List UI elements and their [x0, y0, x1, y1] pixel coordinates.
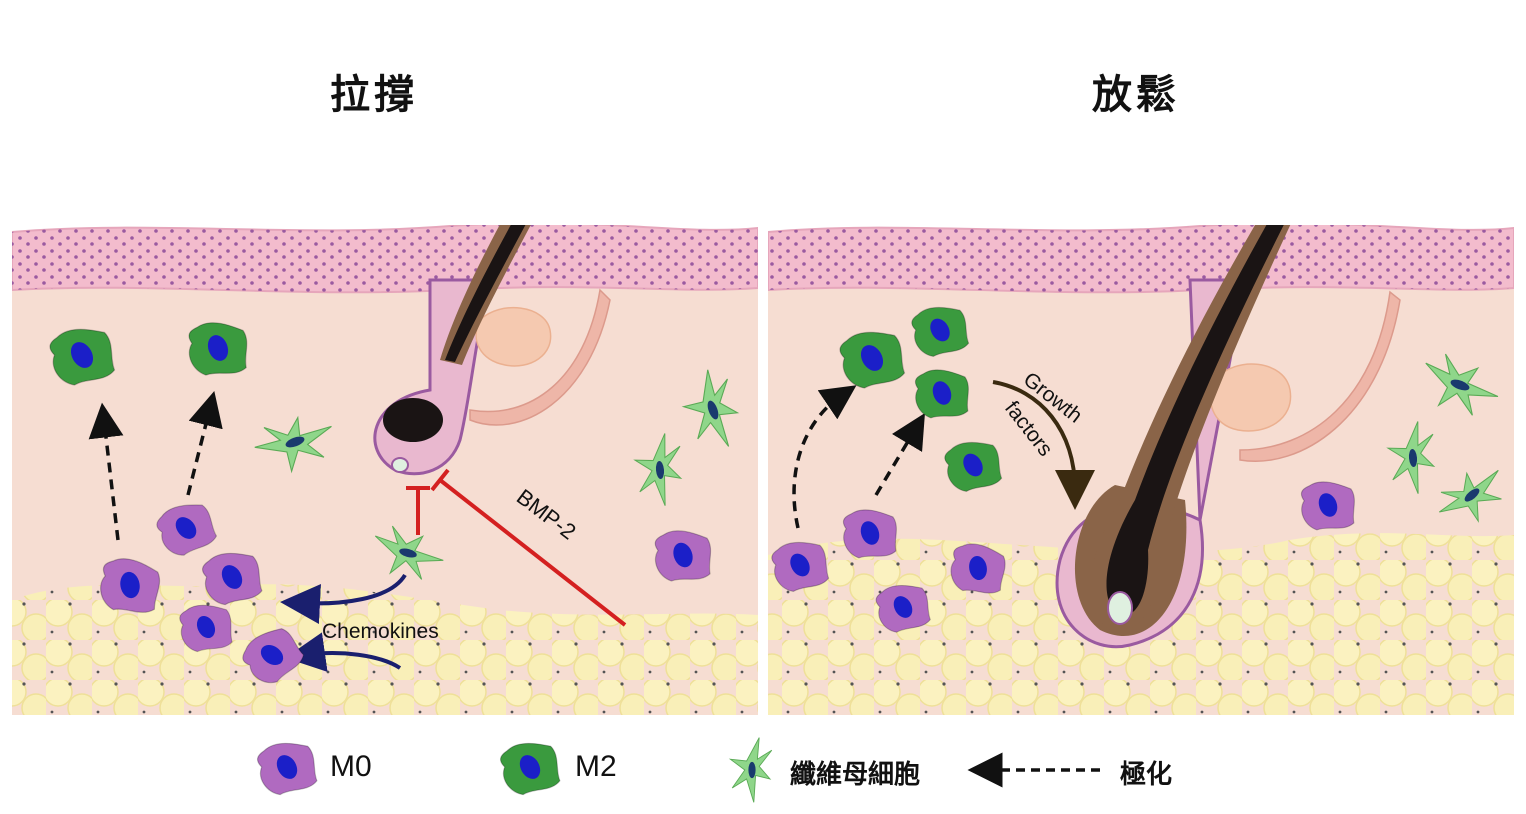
fibroblast-cell — [681, 369, 740, 447]
fibroblast-cell — [254, 415, 332, 474]
chemokine-arrow-2 — [285, 632, 402, 672]
legend-polarization-label: 極化 — [1120, 760, 1173, 790]
m0-macrophage — [950, 543, 1006, 594]
m0-macrophage — [257, 742, 318, 796]
arrector-pili-right — [1239, 290, 1401, 462]
legend-m2-label: M2 — [575, 750, 617, 783]
hair-bulb-left — [383, 398, 443, 442]
left-panel: Chemokines BMP-2 — [12, 225, 758, 715]
fibroblast-cell — [1438, 469, 1502, 523]
legend-fibroblast-label: 纖維母細胞 — [790, 760, 921, 790]
m2-macrophage — [839, 331, 906, 389]
chemokines-label: Chemokines — [322, 620, 439, 643]
m0-macrophage — [242, 628, 305, 684]
m0-macrophage — [100, 558, 161, 613]
chemokine-arrow-1 — [280, 573, 407, 624]
right-panel: Growth factors — [768, 225, 1514, 715]
polarize-arrow-right-1 — [792, 385, 857, 529]
m2-macrophage — [500, 742, 561, 796]
m2-macrophage — [49, 328, 116, 386]
fibroblast-cell — [1425, 353, 1499, 416]
bmp2-inhibit-line — [438, 478, 627, 627]
sebaceous-gland-left — [475, 306, 552, 367]
m0-macrophage — [1300, 481, 1355, 531]
arrector-pili-left — [469, 288, 611, 426]
m0-macrophage — [771, 541, 830, 592]
dermal-papilla-right — [1107, 591, 1133, 625]
m0-macrophage — [156, 504, 218, 556]
growth-factors-arrow — [992, 380, 1095, 510]
legend-m0-label: M0 — [330, 750, 372, 783]
m0-macrophage — [875, 584, 931, 633]
fibroblast-cell — [374, 525, 444, 580]
dermal-papilla-left — [391, 457, 409, 473]
m0-macrophage — [842, 509, 897, 559]
fibroblast-cell — [1386, 421, 1436, 494]
sebaceous-gland-right — [1209, 363, 1292, 432]
polarize-arrow-right-2 — [874, 412, 925, 496]
panel-title-left: 拉撐 — [330, 71, 418, 118]
legend-icons — [257, 737, 1100, 803]
m2-macrophage — [911, 306, 970, 357]
m2-macrophage — [188, 322, 248, 376]
polarize-arrow-left-1 — [88, 402, 124, 541]
m2-macrophage — [944, 441, 1003, 492]
m0-macrophage — [654, 530, 712, 582]
m0-macrophage — [202, 552, 263, 606]
m0-macrophage — [179, 604, 233, 653]
fibroblast-cell — [728, 737, 773, 803]
m2-macrophage — [914, 369, 969, 419]
panel-title-right: 放鬆 — [1092, 71, 1180, 118]
polarize-arrow-left-2 — [186, 391, 223, 496]
fibroblast-cell — [633, 433, 683, 506]
